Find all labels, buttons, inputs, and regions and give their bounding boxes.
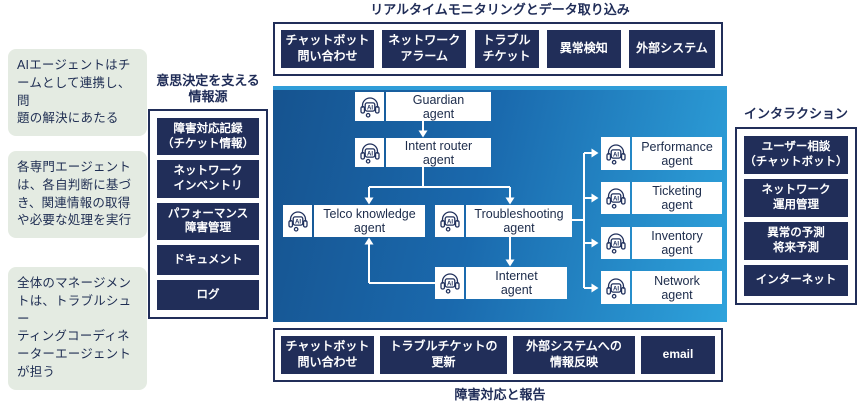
interaction-network-ops: ネットワーク 運用管理 <box>744 179 848 218</box>
info-sources-label: 意思決定を支える 情報源 <box>156 73 260 105</box>
bottom-bar-label: 障害対応と報告 <box>454 387 546 402</box>
info-source-network-inventory: ネットワーク インベントリ <box>157 160 259 198</box>
ai-agent-icon: AI <box>283 205 312 237</box>
interaction-panel: ユーザー相談 （チャットボット） ネットワーク 運用管理 異常の予測 将来予測 … <box>735 127 857 305</box>
ai-agent-icon: AI <box>601 227 630 259</box>
agent-ticketing: AI Ticketing agent <box>601 182 722 214</box>
agent-label: Guardian agent <box>386 92 491 121</box>
response-report-panel: チャットボット 問い合わせ トラブルチケットの 更新 外部システムへの 情報反映… <box>273 328 723 382</box>
agent-troubleshooting: AI Troubleshooting agent <box>435 205 572 237</box>
input-anomaly-detection: 異常検知 <box>546 30 621 68</box>
svg-text:AI: AI <box>295 219 301 225</box>
monitoring-input-panel: チャットボット 問い合わせ ネットワーク アラーム トラブル チケット 異常検知… <box>273 22 723 76</box>
interaction-label: インタラクション <box>743 106 848 121</box>
agent-label: Ticketing agent <box>632 182 722 214</box>
svg-text:AI: AI <box>447 219 453 225</box>
ai-agent-icon: AI <box>435 267 464 299</box>
input-chatbot-inquiry: チャットボット 問い合わせ <box>281 30 374 68</box>
input-network-alarm: ネットワーク アラーム <box>382 30 467 68</box>
agent-label: Telco knowledge agent <box>314 205 425 237</box>
note-management: 全体のマネージメン トは、トラブルシュー ティングコーディネ ーターエージェント… <box>8 267 147 390</box>
interaction-anomaly-forecast: 異常の予測 将来予測 <box>744 222 848 261</box>
input-external-system: 外部システム <box>629 30 715 68</box>
svg-text:AI: AI <box>367 151 373 157</box>
agent-label: Network agent <box>632 271 722 304</box>
agent-label: Internet agent <box>466 267 567 299</box>
svg-text:AI: AI <box>367 105 373 111</box>
agent-performance: AI Performance agent <box>601 137 722 170</box>
agent-network: AI Network agent <box>601 271 722 304</box>
note-team-collaboration: AIエージェントはチ ームとして連携し、問 題の解決にあたる <box>8 49 147 136</box>
ai-agent-icon: AI <box>601 137 630 170</box>
output-chatbot-inquiry: チャットボット 問い合わせ <box>281 336 374 374</box>
svg-text:AI: AI <box>613 241 619 247</box>
info-source-performance-fault: パフォーマンス 障害管理 <box>157 202 259 241</box>
svg-text:AI: AI <box>613 152 619 158</box>
agent-intent-router: AI Intent router agent <box>355 138 491 167</box>
agent-telco-knowledge: AI Telco knowledge agent <box>283 205 425 237</box>
note-specialist-agents: 各専門エージェント は、各自判断に基づ き、関連情報の取得 や必要な処理を実行 <box>8 151 147 238</box>
agent-inventory: AI Inventory agent <box>601 227 722 259</box>
info-sources-panel: 障害対応記録 （チケット情報） ネットワーク インベントリ パフォーマンス 障害… <box>148 109 268 319</box>
agent-label: Troubleshooting agent <box>466 205 572 237</box>
input-trouble-ticket: トラブル チケット <box>474 30 539 68</box>
output-external-system-update: 外部システムへの 情報反映 <box>513 336 635 374</box>
svg-text:AI: AI <box>447 281 453 287</box>
agent-label: Performance agent <box>632 137 722 170</box>
info-source-documents: ドキュメント <box>157 245 259 276</box>
interaction-internet: インターネット <box>744 265 848 296</box>
connector-arrows <box>364 121 599 293</box>
ai-agent-icon: AI <box>601 271 630 304</box>
interaction-user-consult: ユーザー相談 （チャットボット） <box>744 136 848 175</box>
output-ticket-update: トラブルチケットの 更新 <box>380 336 507 374</box>
top-bar-label: リアルタイムモニタリングとデータ取り込み <box>370 2 630 17</box>
info-source-incident-records: 障害対応記録 （チケット情報） <box>157 118 259 156</box>
ai-agent-icon: AI <box>355 92 384 121</box>
svg-text:AI: AI <box>613 286 619 292</box>
agent-guardian: AI Guardian agent <box>355 92 491 121</box>
svg-text:AI: AI <box>613 196 619 202</box>
agent-label: Intent router agent <box>386 138 491 167</box>
ai-agent-icon: AI <box>601 182 630 214</box>
agent-internet: AI Internet agent <box>435 267 567 299</box>
output-email: email <box>641 336 715 374</box>
agent-label: Inventory agent <box>632 227 722 259</box>
ai-agent-icon: AI <box>355 138 384 167</box>
info-source-logs: ログ <box>157 280 259 310</box>
ai-agent-icon: AI <box>435 205 464 237</box>
